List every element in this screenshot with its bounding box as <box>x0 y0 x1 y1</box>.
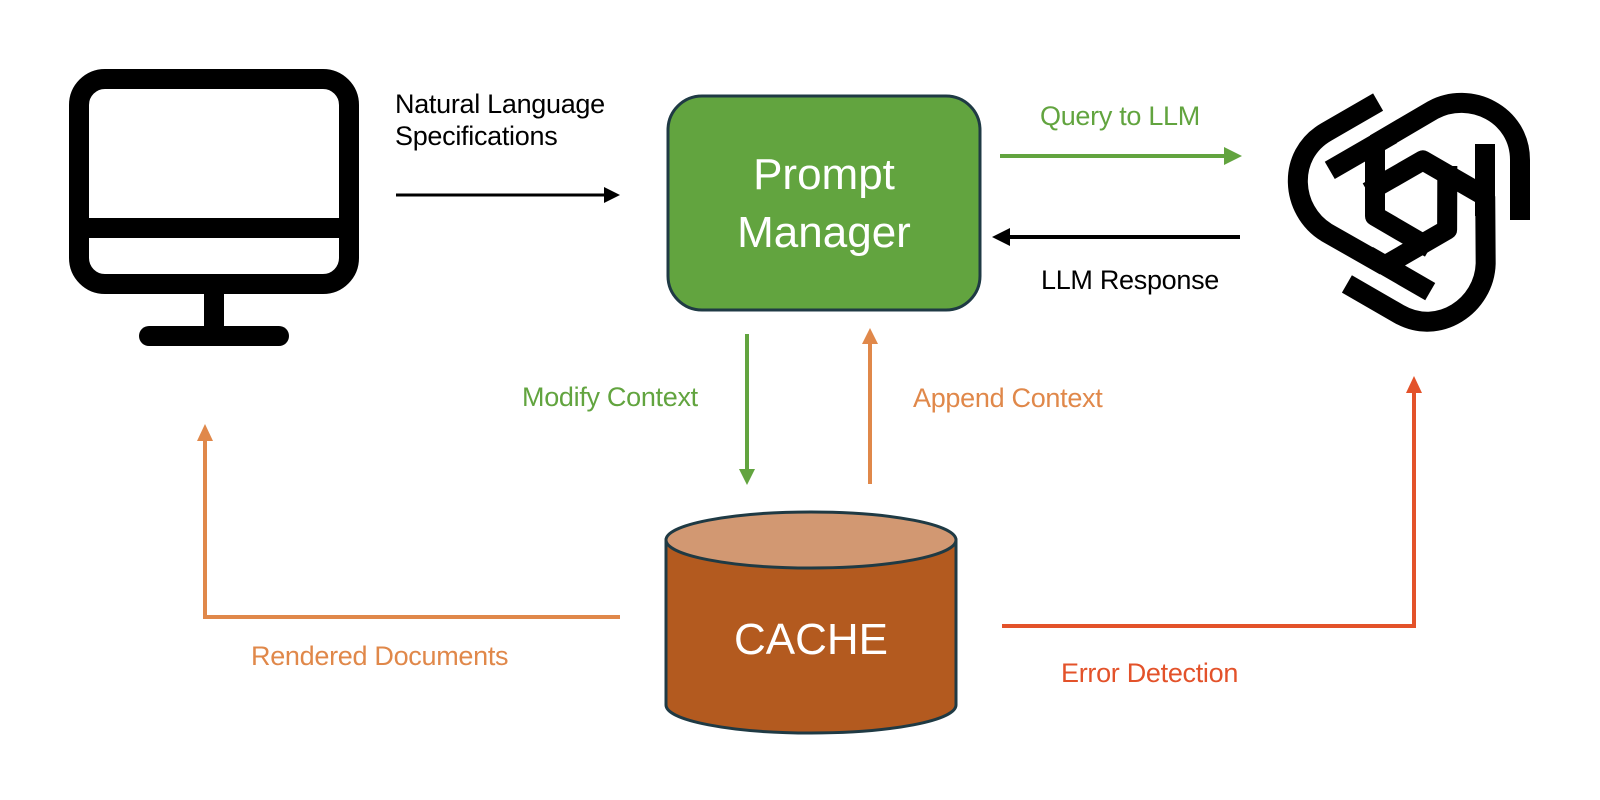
query-to-llm-label: Query to LLM <box>1040 101 1200 131</box>
llm-response-label: LLM Response <box>1041 265 1220 295</box>
nl-specs-line1: Natural Language <box>395 89 605 119</box>
prompt-manager-line1: Prompt <box>753 150 895 199</box>
query-to-llm-arrow <box>1000 147 1242 165</box>
llm-response-arrow <box>992 228 1240 246</box>
nl-specs-arrow <box>396 187 620 203</box>
modify-context-arrow <box>739 334 755 485</box>
append-context-arrow <box>862 328 878 484</box>
desktop-monitor-icon <box>69 69 359 346</box>
error-detection-arrow <box>1002 376 1422 628</box>
prompt-manager-box <box>666 94 982 312</box>
nl-specs-line2: Specifications <box>395 121 558 151</box>
rendered-documents-label: Rendered Documents <box>251 641 509 671</box>
nl-specs-label: Natural Language Specifications <box>395 88 605 152</box>
modify-context-label: Modify Context <box>522 382 698 412</box>
openai-logo-icon <box>1287 92 1530 332</box>
cache-label: CACHE <box>733 615 889 664</box>
prompt-manager-label: Prompt Manager <box>668 146 980 262</box>
prompt-manager-line2: Manager <box>737 208 911 257</box>
rendered-documents-arrow <box>197 424 620 619</box>
error-detection-label: Error Detection <box>1061 658 1239 688</box>
append-context-label: Append Context <box>913 383 1103 413</box>
cache-cylinder <box>664 510 958 735</box>
